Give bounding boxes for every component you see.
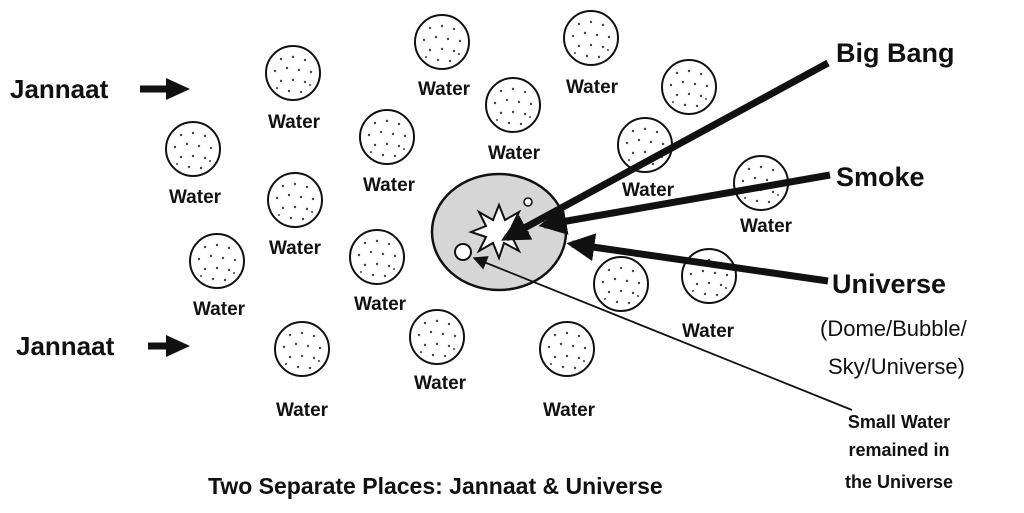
smoke-arrow [538,171,831,235]
water-label: Water [169,187,222,208]
water-label: Water [566,77,619,98]
water-label: Water [622,180,675,201]
water-droplet-16: Water [539,321,596,421]
water-droplet-6: Water [359,109,416,196]
small-water-arrow [472,256,853,411]
water-droplet-5: Water [485,77,541,164]
water-label: Water [363,175,416,196]
water-label: Water [193,299,246,320]
water-label: Water [488,143,541,164]
water-droplet-12: Water [349,229,407,315]
water-label: Water [682,321,735,342]
jannaat-bottom-arrow [148,335,190,357]
water-label: Water [276,400,329,421]
smoke-label: Smoke [836,162,925,192]
water-label: Water [418,79,471,100]
universe-bubble [430,172,568,292]
water-droplet-7: Water [165,121,222,208]
water-droplet-13 [593,256,649,312]
water-droplet-10: Water [267,172,323,259]
universe-label: Universe [832,269,946,299]
small-water-label-line2: remained in [848,440,949,460]
water-droplet-4 [661,59,717,115]
tiny-particle [523,197,533,207]
universe-note-line1: (Dome/Bubble/ [820,316,968,341]
big-bang-label: Big Bang [836,38,955,68]
water-label: Water [543,400,596,421]
water-droplet-9: Water [733,155,793,237]
water-label: Water [414,373,467,394]
water-droplet-8: Water [617,117,675,201]
small-water-label-line3: the Universe [845,472,953,492]
water-droplet-11: Water [189,233,246,320]
jannaat-label-top: Jannaat [10,74,109,104]
water-label: Water [354,294,407,315]
water-label: Water [740,216,793,237]
water-droplet-2: Water [414,14,471,100]
water-label: Water [269,238,322,259]
water-droplet-15: Water [409,309,467,394]
water-droplet-3: Water [563,10,619,98]
jannaat-label-bottom: Jannaat [16,331,115,361]
diagram-caption: Two Separate Places: Jannaat & Universe [208,473,663,499]
small-water-label-line1: Small Water [848,412,950,432]
universe-note-line2: Sky/Universe) [828,354,965,379]
water-droplet-14: Water [681,248,737,342]
water-droplet-17: Water [274,321,330,421]
universe-arrow [566,233,829,285]
small-water-droplet [454,243,472,261]
jannaat-top-arrow [140,78,190,100]
water-label: Water [268,112,321,133]
water-droplet-1: Water [265,45,321,133]
